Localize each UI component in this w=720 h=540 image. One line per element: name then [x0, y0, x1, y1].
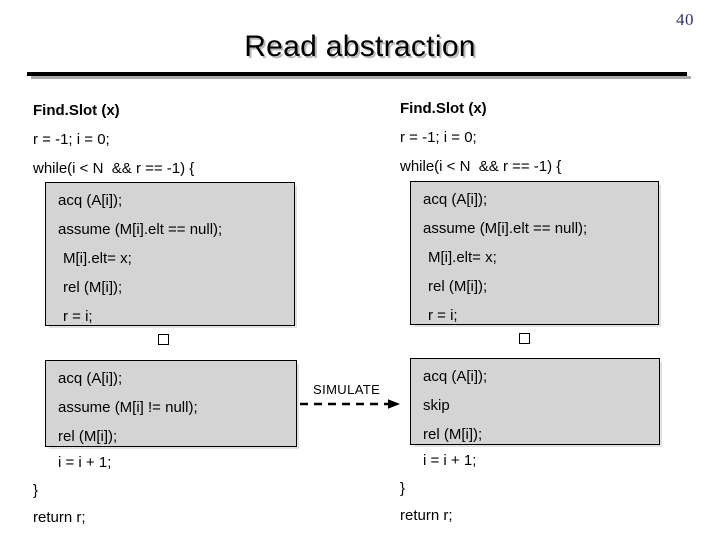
left-code-close-brace: } [33, 482, 39, 499]
left-code-return: return r; [33, 509, 86, 526]
right-code-header: Find.Slot (x) [400, 100, 487, 117]
simulate-arrow-icon [300, 399, 400, 409]
title-rule-shadow [31, 76, 691, 79]
right-top-line-3: rel (M[i]); [428, 278, 488, 295]
page-title-container: Read abstraction [0, 30, 720, 64]
right-ellipsis-marker-icon [519, 333, 530, 344]
left-top-line-0: acq (A[i]); [58, 192, 123, 209]
right-top-line-1: assume (M[i].elt == null); [423, 220, 588, 237]
left-atomic-block-bottom: acq (A[i]); assume (M[i] != null); rel (… [45, 360, 299, 449]
left-bottom-line-0: acq (A[i]); [58, 370, 123, 387]
left-top-line-1: assume (M[i].elt == null); [58, 221, 223, 238]
simulate-label: SIMULATE [313, 382, 381, 397]
right-code-while: while(i < N && r == -1) { [400, 158, 562, 175]
left-top-line-2: M[i].elt= x; [63, 250, 132, 267]
left-atomic-block-top: acq (A[i]); assume (M[i].elt == null); M… [45, 182, 297, 328]
left-top-line-3: rel (M[i]); [63, 279, 123, 296]
left-ellipsis-marker-icon [158, 334, 169, 345]
right-bottom-line-1: skip [423, 397, 450, 414]
right-bottom-line-2: rel (M[i]); [423, 426, 483, 443]
left-code-init: r = -1; i = 0; [33, 131, 110, 148]
left-code-while: while(i < N && r == -1) { [33, 160, 195, 177]
right-atomic-block-top: acq (A[i]); assume (M[i].elt == null); M… [410, 181, 661, 327]
left-code-incr: i = i + 1; [58, 454, 112, 471]
right-top-line-4: r = i; [428, 307, 458, 324]
title-rule [27, 72, 687, 76]
page-number: 40 [676, 10, 694, 29]
right-code-incr: i = i + 1; [423, 452, 477, 469]
left-bottom-line-2: rel (M[i]); [58, 428, 118, 445]
right-top-line-0: acq (A[i]); [423, 191, 488, 208]
right-top-line-2: M[i].elt= x; [428, 249, 497, 266]
page-title: Read abstraction [244, 30, 476, 63]
right-code-init: r = -1; i = 0; [400, 129, 477, 146]
left-code-header: Find.Slot (x) [33, 102, 120, 119]
left-top-line-4: r = i; [63, 308, 93, 325]
left-bottom-line-1: assume (M[i] != null); [58, 399, 198, 416]
right-code-close-brace: } [400, 480, 406, 497]
right-bottom-line-0: acq (A[i]); [423, 368, 488, 385]
right-atomic-block-bottom: acq (A[i]); skip rel (M[i]); [410, 358, 662, 447]
right-code-return: return r; [400, 507, 453, 524]
